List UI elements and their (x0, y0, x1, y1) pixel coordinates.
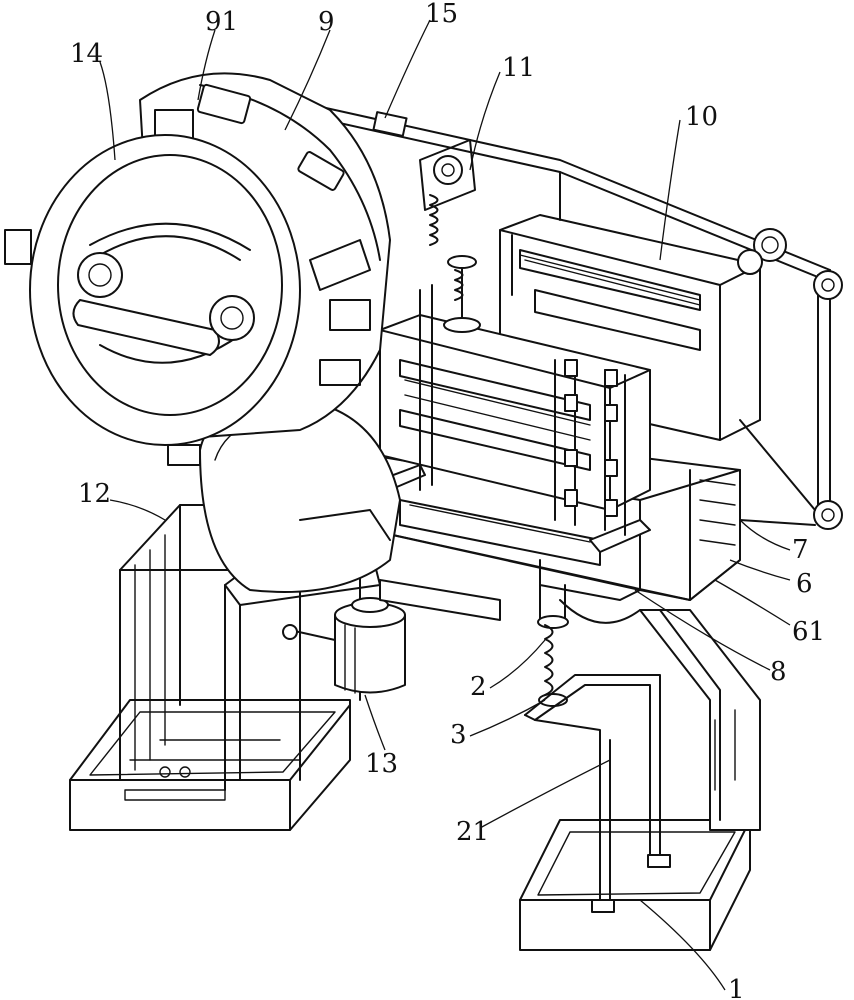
label-61: 61 (792, 617, 825, 647)
collection-cylinder (282, 597, 406, 694)
drum-cover (4, 134, 301, 466)
label-10: 10 (685, 102, 718, 132)
label-7: 7 (792, 535, 809, 565)
label-12: 12 (78, 479, 111, 509)
reference-numerals: 91 9 15 14 11 10 12 7 6 61 8 2 3 13 21 1 (70, 0, 825, 1000)
label-1: 1 (728, 975, 745, 1000)
label-11: 11 (502, 53, 535, 83)
frame-stack (379, 214, 761, 536)
label-13: 13 (365, 749, 398, 779)
base-plate-left (69, 699, 351, 831)
label-8: 8 (770, 657, 787, 687)
label-3: 3 (450, 720, 467, 750)
label-14: 14 (70, 39, 103, 69)
support-rod (524, 674, 671, 913)
curved-support-column (639, 609, 761, 831)
base-plate-right (519, 819, 751, 951)
leader-lines (99, 19, 791, 991)
label-21: 21 (456, 817, 489, 847)
label-91: 91 (205, 7, 238, 37)
label-2: 2 (470, 672, 487, 702)
lower-drum-body (199, 399, 501, 621)
lifting-mechanism (419, 139, 513, 491)
label-6: 6 (796, 569, 813, 599)
label-15: 15 (425, 0, 458, 29)
label-9: 9 (318, 7, 335, 37)
